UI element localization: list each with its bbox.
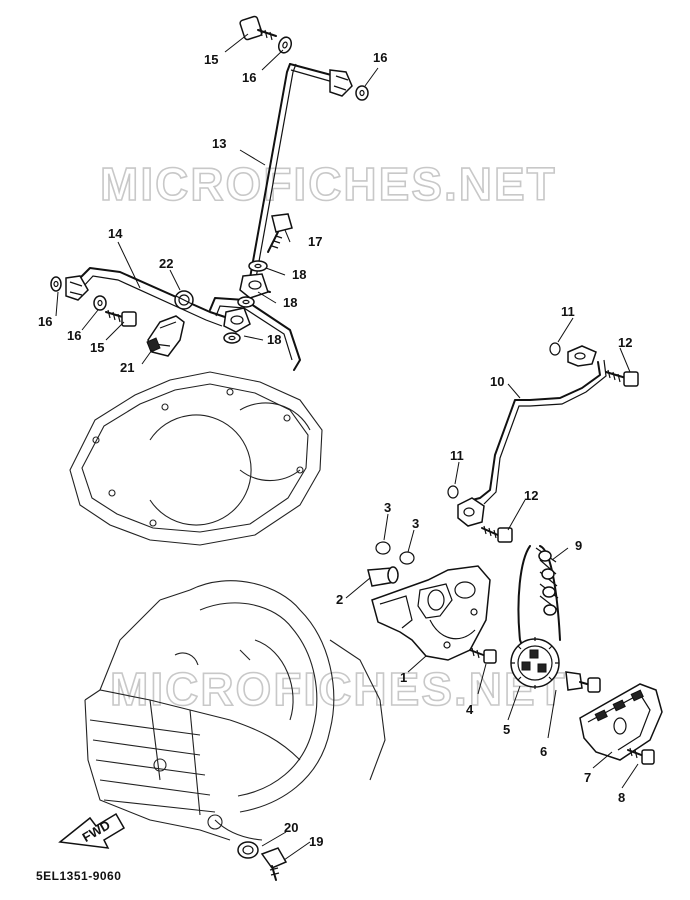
union-end-14-left	[65, 275, 89, 301]
washer-16-left-b	[93, 295, 107, 311]
callout-17: 17	[308, 234, 322, 249]
callout-19: 19	[309, 834, 323, 849]
washer-18-b	[237, 296, 255, 308]
engine-cylinder-outline	[69, 371, 323, 546]
union-fitting-18-upper	[239, 273, 269, 299]
callout-5: 5	[503, 722, 510, 737]
o-ring-3-b	[399, 551, 415, 565]
callout-18: 18	[292, 267, 306, 282]
union-end-13-right	[329, 69, 353, 97]
union-bolt-17	[267, 213, 293, 253]
callout-1: 1	[400, 670, 407, 685]
o-ring-3-a	[375, 541, 391, 555]
callout-18: 18	[267, 332, 281, 347]
union-bolt-15-left	[105, 309, 137, 327]
callout-10: 10	[490, 374, 504, 389]
union-fitting-18-lower	[223, 307, 251, 333]
union-bolt-15-top	[239, 15, 277, 41]
o-ring-11-bottom	[447, 485, 459, 499]
bolt-6	[565, 671, 601, 693]
callout-labels: 15 16 16 13 14 17 18 18 18 22 21 16 16 1…	[38, 50, 632, 849]
holder-21	[146, 315, 185, 357]
callout-3: 3	[384, 500, 391, 515]
sprocket-5	[510, 637, 560, 689]
callout-22: 22	[159, 256, 173, 271]
callout-15: 15	[204, 52, 218, 67]
callout-20: 20	[284, 820, 298, 835]
callout-4: 4	[466, 702, 474, 717]
watermark-bottom: MICROFICHES.NET	[110, 663, 567, 715]
collar-2	[367, 566, 399, 587]
washer-16-right	[355, 85, 369, 101]
fwd-arrow-icon: FWD	[58, 812, 126, 849]
bolt-4	[469, 647, 497, 664]
callout-21: 21	[120, 360, 134, 375]
oil-delivery-pipe-10	[471, 359, 607, 505]
callout-11: 11	[561, 304, 575, 319]
washer-16-top	[277, 36, 293, 54]
diagram-code: 5EL1351-9060	[36, 869, 122, 883]
oil-delivery-pipe-14	[77, 267, 301, 371]
chain-9	[517, 545, 561, 661]
callout-15: 15	[90, 340, 104, 355]
screw-8	[627, 747, 655, 765]
callout-16: 16	[242, 70, 256, 85]
o-ring-11-top	[549, 342, 561, 356]
callout-12: 12	[618, 335, 632, 350]
callout-18: 18	[283, 295, 297, 310]
callout-3: 3	[412, 516, 419, 531]
union-end-10-bottom	[457, 497, 485, 527]
union-bolt-12-bottom	[481, 525, 513, 543]
cover-7	[579, 683, 663, 761]
gasket-20	[237, 841, 259, 859]
washer-18-c	[223, 332, 241, 344]
engine-crankcase-outline	[84, 580, 386, 841]
callout-12: 12	[524, 488, 538, 503]
callout-7: 7	[584, 770, 591, 785]
watermark-top: MICROFICHES.NET	[100, 158, 557, 210]
callout-16: 16	[67, 328, 81, 343]
washer-16-left-a	[50, 276, 62, 292]
callout-2: 2	[336, 592, 343, 607]
drain-bolt-19	[260, 847, 288, 881]
clip-22	[174, 290, 194, 310]
callout-14: 14	[108, 226, 123, 241]
callout-16: 16	[38, 314, 52, 329]
oil-pump-assy-1	[371, 565, 491, 661]
callout-16: 16	[373, 50, 387, 65]
callout-8: 8	[618, 790, 625, 805]
callout-9: 9	[575, 538, 582, 553]
callout-13: 13	[212, 136, 226, 151]
union-end-10-top	[567, 345, 597, 367]
callout-11: 11	[450, 448, 464, 463]
washer-18-a	[248, 260, 268, 272]
callout-6: 6	[540, 744, 547, 759]
union-bolt-12-top	[605, 369, 639, 387]
leader-lines	[55, 33, 639, 861]
